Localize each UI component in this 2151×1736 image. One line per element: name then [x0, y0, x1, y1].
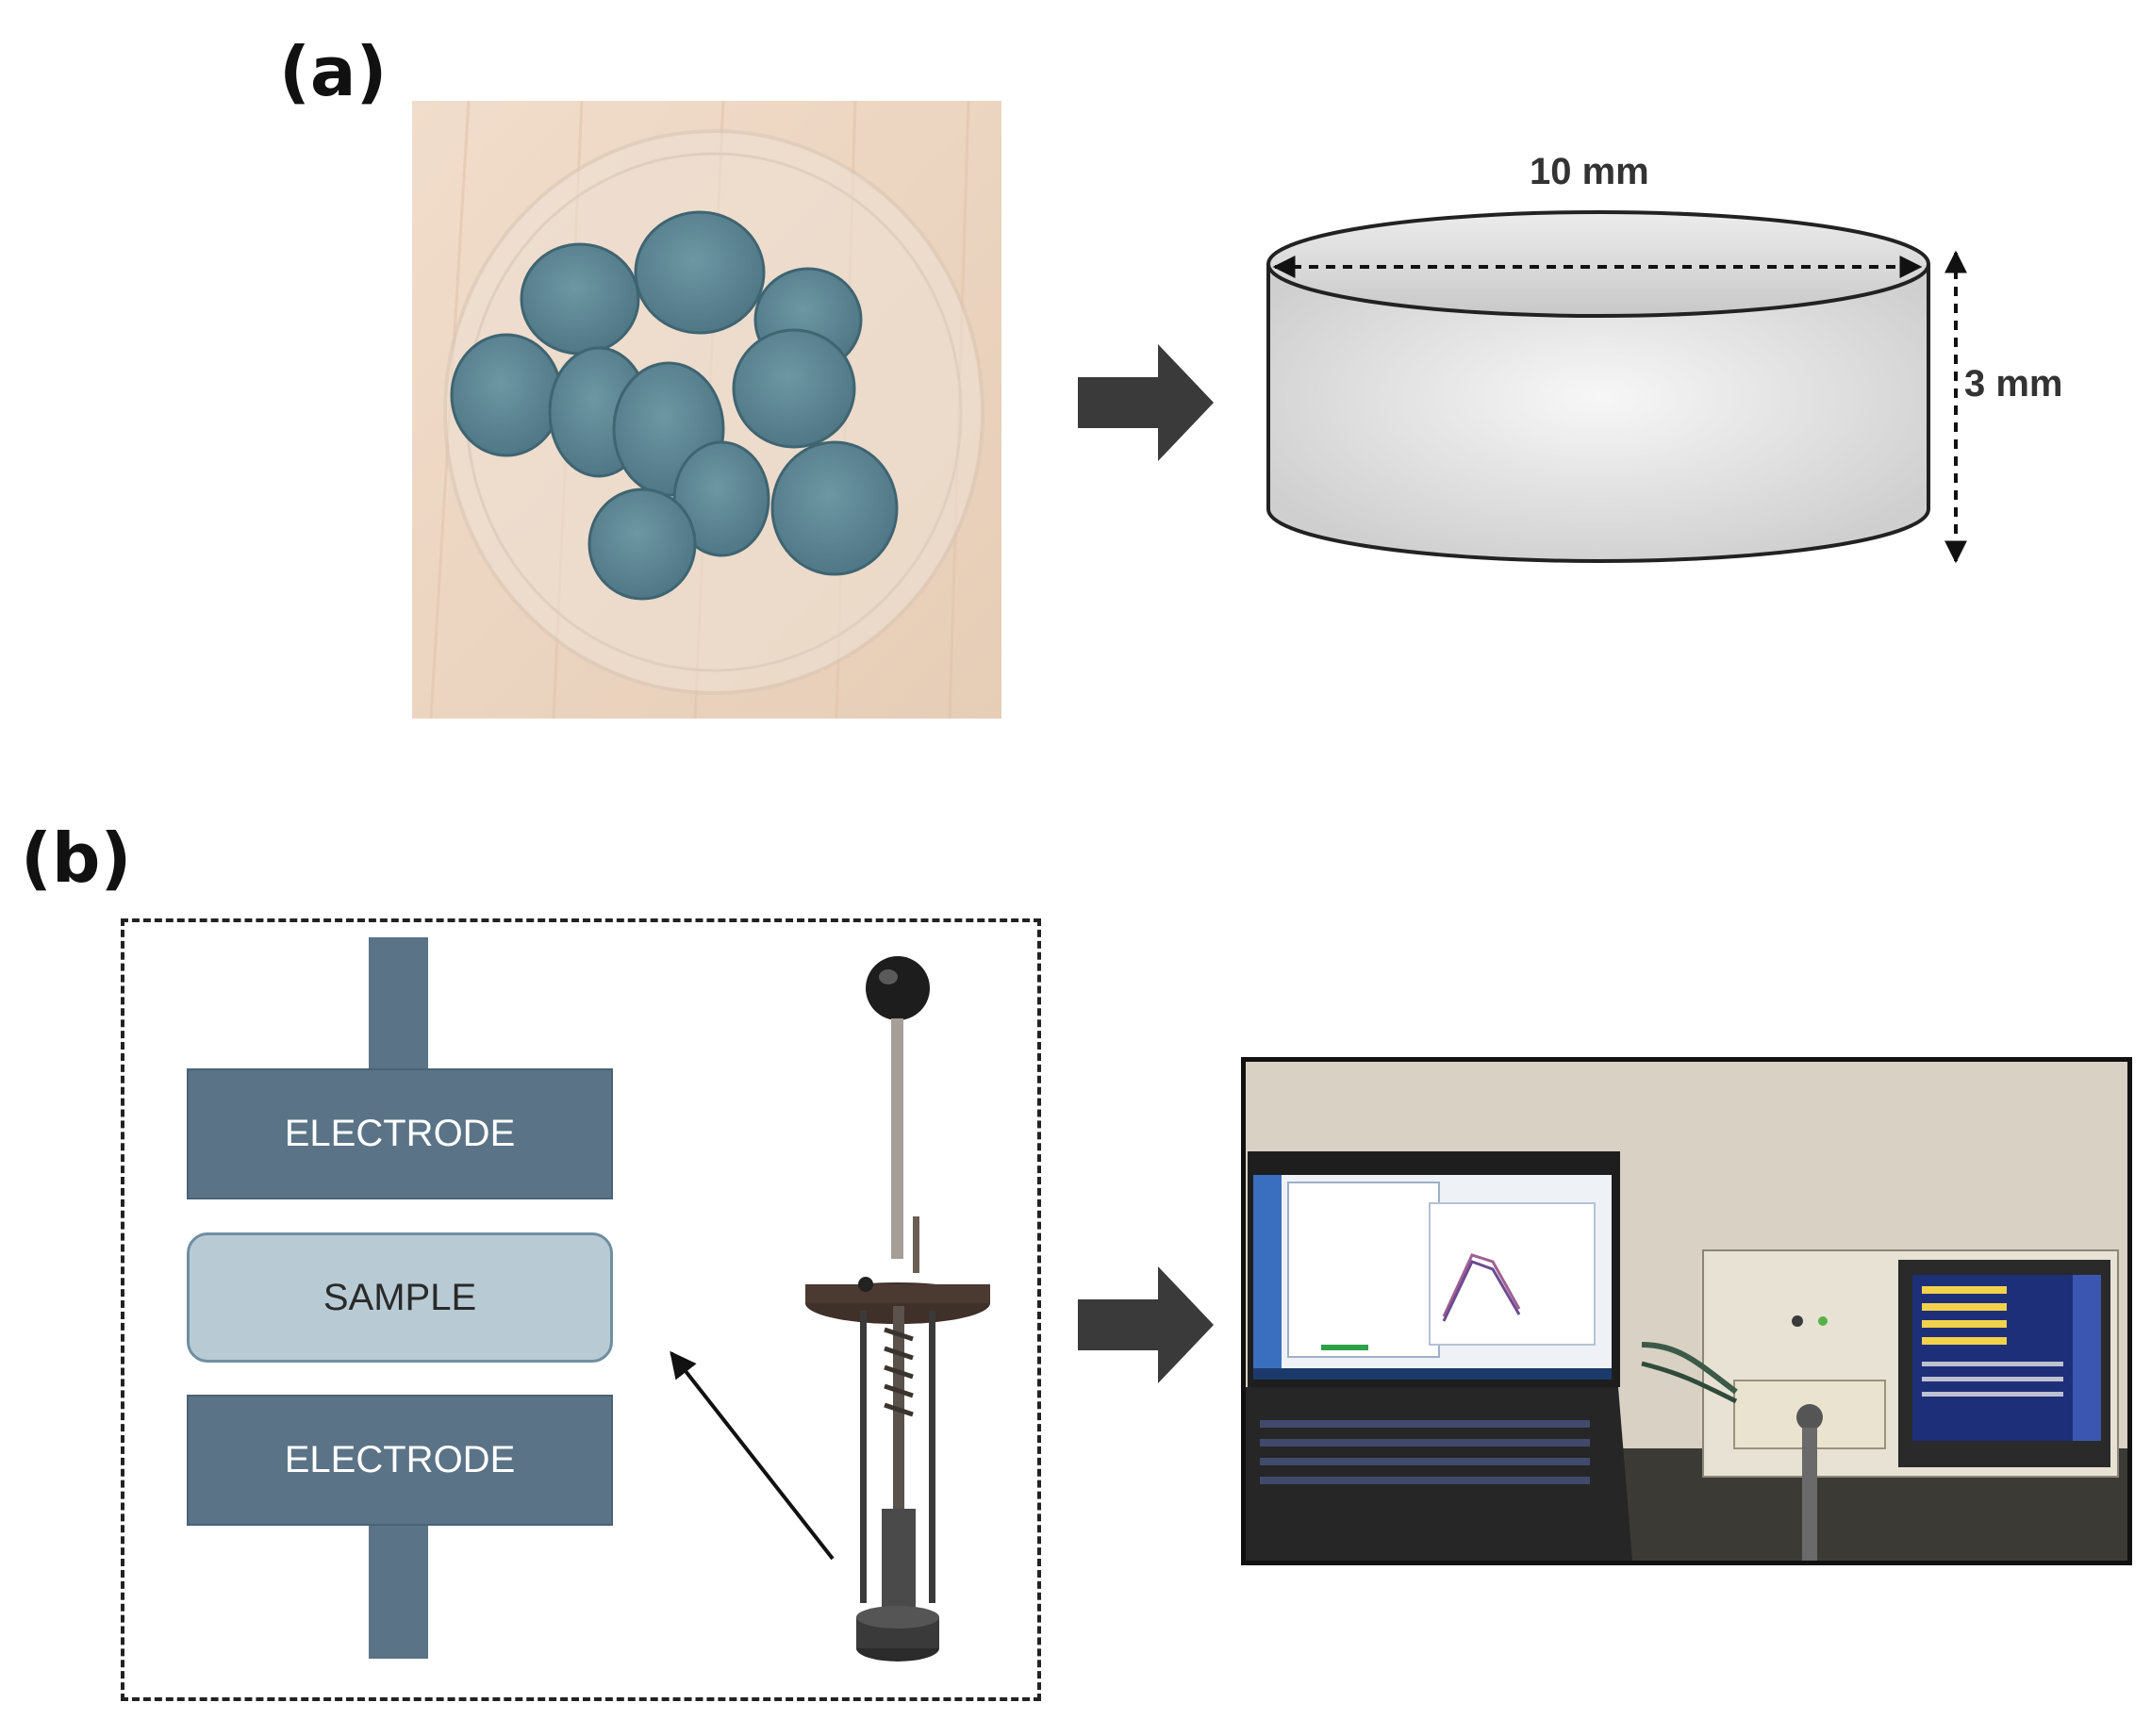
panel-label-a: (a): [279, 32, 388, 111]
sample-holder-fixture: [805, 956, 990, 1662]
pellet-cylinder-diagram: [1266, 210, 1930, 563]
right-arrow-icon-a: [1078, 344, 1214, 461]
diameter-label: 10 mm: [1530, 151, 1649, 192]
measurement-setup-image: [1246, 1062, 2127, 1561]
measurement-setup-photo: [1241, 1057, 2132, 1565]
right-arrow-icon-b: [1078, 1266, 1214, 1383]
sample-block: SAMPLE: [187, 1232, 613, 1363]
bottom-electrode-rod: [369, 1526, 428, 1659]
top-electrode-rod: [369, 937, 428, 1068]
top-electrode: ELECTRODE: [187, 1068, 613, 1199]
panel-label-b: (b): [21, 818, 132, 898]
pellets-photo-image: [412, 101, 1001, 719]
electrode-schematic-frame: [121, 918, 1041, 1701]
height-label: 3 mm: [1964, 363, 2063, 405]
pellets-photo: [412, 101, 1001, 719]
pointer-arrow-icon: [670, 1350, 835, 1561]
bottom-electrode: ELECTRODE: [187, 1395, 613, 1526]
